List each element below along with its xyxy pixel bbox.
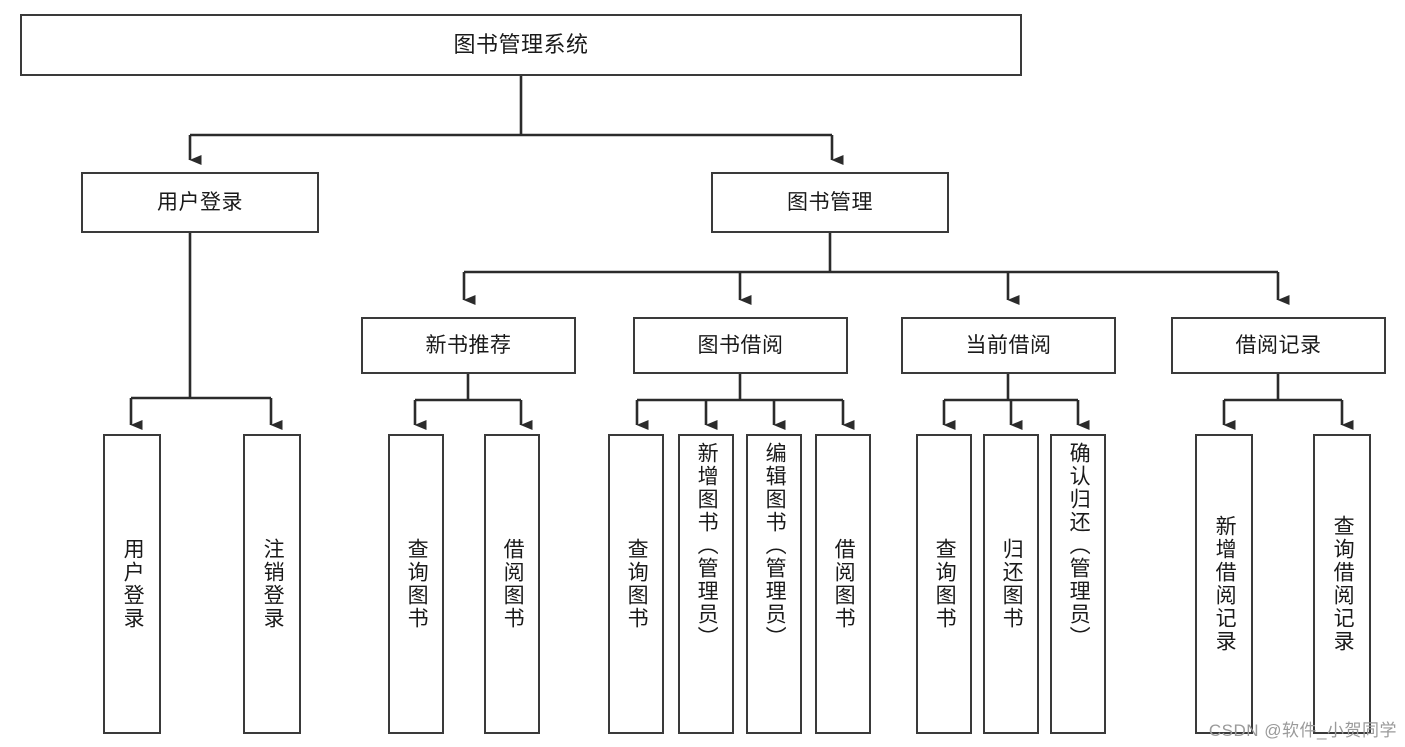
- node-user-login[interactable]: 用户登录: [81, 172, 319, 233]
- node-current-borrow[interactable]: 当前借阅: [901, 317, 1116, 374]
- node-leaf-borrow-book-1-label: 借阅图书: [501, 538, 525, 630]
- node-leaf-return-book[interactable]: 归还图书: [983, 434, 1039, 734]
- node-new-book-rec[interactable]: 新书推荐: [361, 317, 576, 374]
- node-leaf-borrow-book-2[interactable]: 借阅图书: [815, 434, 871, 734]
- node-book-manage[interactable]: 图书管理: [711, 172, 949, 233]
- node-leaf-return-book-label: 归还图书: [1000, 538, 1024, 630]
- node-leaf-user-logout-label: 注销登录: [261, 538, 285, 630]
- node-user-login-label: 用户登录: [157, 190, 243, 214]
- node-leaf-query-book-1-label: 查询图书: [405, 538, 429, 630]
- node-leaf-add-book[interactable]: 新增图书（管理员）: [678, 434, 734, 734]
- node-leaf-add-record-label: 新增借阅记录: [1213, 515, 1237, 653]
- node-leaf-confirm-return-label: 确认归还（管理员）: [1067, 442, 1091, 649]
- node-book-borrow[interactable]: 图书借阅: [633, 317, 848, 374]
- node-leaf-borrow-book-2-label: 借阅图书: [832, 538, 856, 630]
- node-leaf-edit-book[interactable]: 编辑图书（管理员）: [746, 434, 802, 734]
- node-leaf-edit-book-label: 编辑图书（管理员）: [763, 442, 787, 649]
- node-leaf-query-book-2-label: 查询图书: [625, 538, 649, 630]
- node-current-borrow-label: 当前借阅: [965, 333, 1052, 357]
- node-leaf-add-record[interactable]: 新增借阅记录: [1195, 434, 1253, 734]
- node-leaf-confirm-return[interactable]: 确认归还（管理员）: [1050, 434, 1106, 734]
- csdn-watermark: CSDN @软件_小贺同学: [1208, 721, 1397, 740]
- node-leaf-user-login[interactable]: 用户登录: [103, 434, 161, 734]
- node-borrow-record[interactable]: 借阅记录: [1171, 317, 1386, 374]
- node-leaf-user-logout[interactable]: 注销登录: [243, 434, 301, 734]
- node-new-book-rec-label: 新书推荐: [425, 333, 512, 357]
- node-borrow-record-label: 借阅记录: [1235, 333, 1322, 357]
- node-leaf-add-book-label: 新增图书（管理员）: [695, 442, 719, 649]
- node-leaf-query-book-3[interactable]: 查询图书: [916, 434, 972, 734]
- node-leaf-borrow-book-1[interactable]: 借阅图书: [484, 434, 540, 734]
- node-leaf-query-book-1[interactable]: 查询图书: [388, 434, 444, 734]
- node-leaf-user-login-label: 用户登录: [121, 538, 145, 630]
- node-leaf-query-book-2[interactable]: 查询图书: [608, 434, 664, 734]
- node-book-manage-label: 图书管理: [787, 190, 873, 214]
- node-leaf-query-book-3-label: 查询图书: [933, 538, 957, 630]
- node-root-label: 图书管理系统: [453, 31, 589, 57]
- node-book-borrow-label: 图书借阅: [697, 333, 784, 357]
- node-leaf-query-record[interactable]: 查询借阅记录: [1313, 434, 1371, 734]
- node-root-system[interactable]: 图书管理系统: [20, 14, 1022, 76]
- node-leaf-query-record-label: 查询借阅记录: [1331, 515, 1355, 653]
